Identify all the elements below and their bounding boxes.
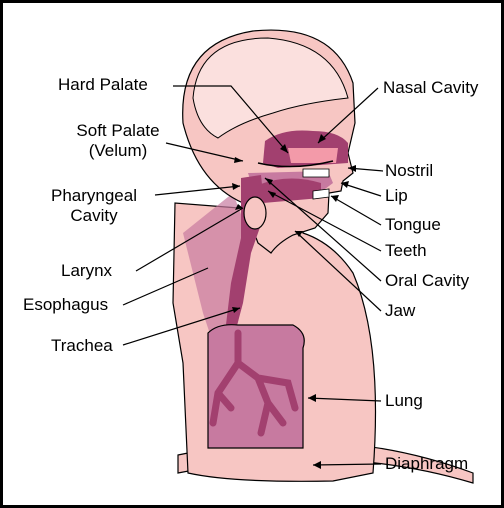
label-teeth: Teeth (385, 241, 427, 261)
label-diaphragm: Diaphragm (385, 454, 468, 474)
label-soft-palate: Soft Palate (Velum) (63, 121, 173, 161)
label-larynx: Larynx (61, 261, 112, 281)
label-lip: Lip (385, 186, 408, 206)
label-oral-cavity: Oral Cavity (385, 271, 469, 291)
label-soft-palate-line1: Soft Palate (63, 121, 173, 141)
label-pharyngeal-cavity: Pharyngeal Cavity (33, 186, 155, 226)
label-hard-palate: Hard Palate (58, 75, 148, 95)
label-tongue: Tongue (385, 215, 441, 235)
label-soft-palate-line2: (Velum) (63, 141, 173, 161)
label-nostril: Nostril (385, 161, 433, 181)
label-nasal-cavity: Nasal Cavity (383, 78, 478, 98)
label-pharyngeal-line1: Pharyngeal (33, 186, 155, 206)
label-jaw: Jaw (385, 301, 415, 321)
label-lung: Lung (385, 391, 423, 411)
label-esophagus: Esophagus (23, 295, 108, 315)
nasal-passage-pink (288, 148, 338, 163)
larynx-ring (244, 197, 266, 229)
label-pharyngeal-line2: Cavity (33, 206, 155, 226)
label-trachea: Trachea (51, 336, 113, 356)
